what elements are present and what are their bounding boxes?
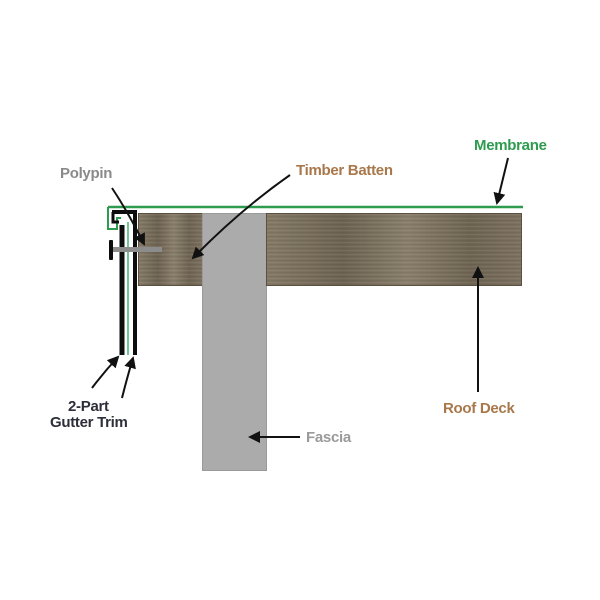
fascia-label: Fascia: [306, 429, 351, 446]
timber-batten: [138, 213, 203, 286]
roof-deck-label: Roof Deck: [443, 400, 515, 417]
membrane: [107, 205, 523, 355]
gutter-trim-arrow-2: [121, 356, 136, 399]
polypin: [109, 240, 162, 260]
membrane-arrow: [493, 157, 509, 205]
polypin-arrow: [111, 187, 145, 246]
leader-arrows: [91, 157, 509, 443]
gutter-trim: [111, 210, 137, 355]
fascia-board: [202, 213, 267, 471]
polypin-label: Polypin: [60, 165, 113, 182]
timber-batten-arrow: [191, 174, 291, 260]
gutter-trim-label-line1: 2-Part: [68, 398, 109, 415]
membrane-label: Membrane: [474, 137, 547, 154]
gutter-trim-label-line2: Gutter Trim: [50, 414, 128, 431]
timber-batten-label: Timber Batten: [296, 162, 393, 179]
gutter-trim-arrow-1: [91, 355, 120, 389]
